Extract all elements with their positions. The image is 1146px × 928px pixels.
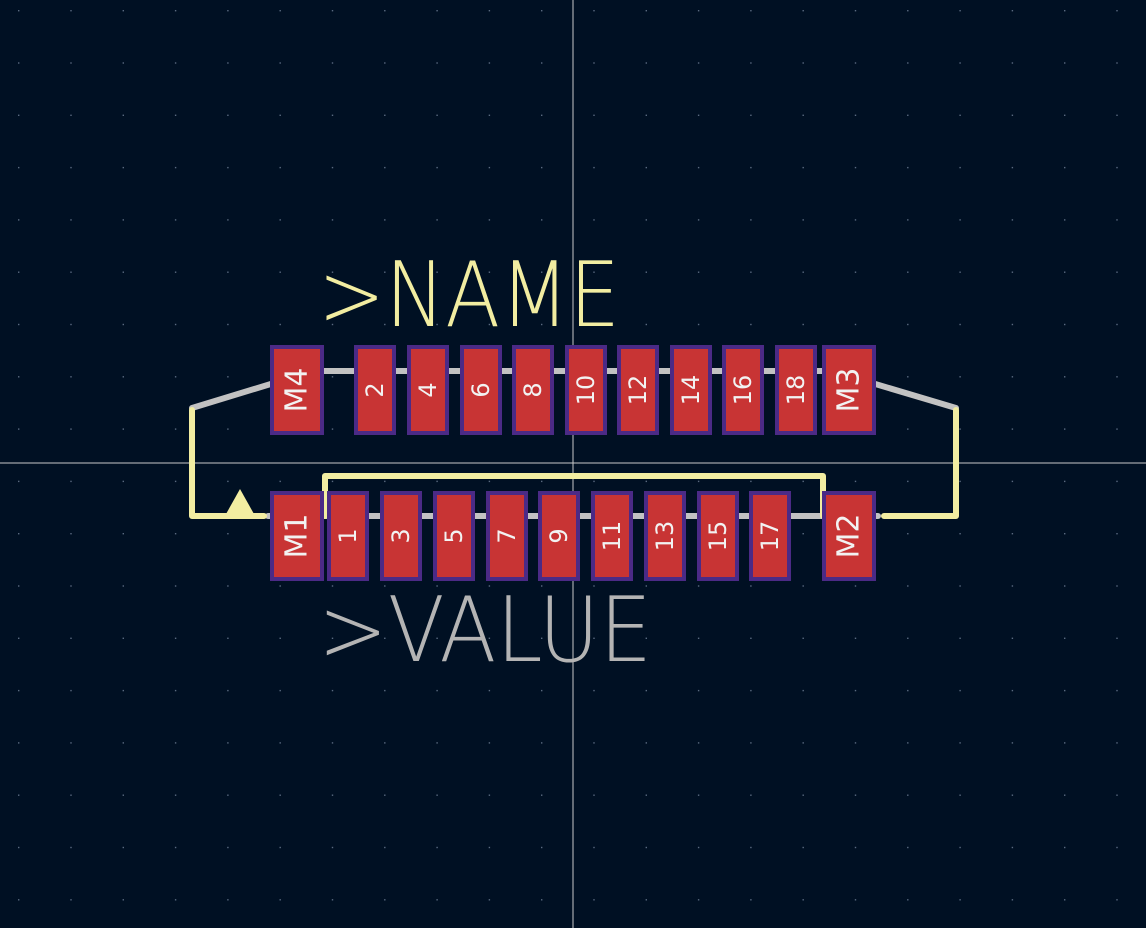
pad-3[interactable]: 3 [380,491,422,581]
pad-body[interactable] [460,345,502,435]
pad-body[interactable] [538,491,580,581]
pad-label: 2 [361,382,389,397]
pad-body[interactable] [270,345,324,435]
reference-text[interactable]: >NAME [318,243,620,348]
pad-label: 8 [519,382,547,397]
pad-16[interactable]: 16 [722,345,764,435]
pad-body[interactable] [380,491,422,581]
value-text[interactable]: >VALUE [318,578,652,683]
pad-label: 1 [334,528,362,543]
reference-designator[interactable]: >NAME [318,243,620,348]
pad-body[interactable] [591,491,633,581]
pad-body[interactable] [433,491,475,581]
pad-label: 6 [467,382,495,397]
pad-m2[interactable]: M2 [822,491,876,581]
pad-2[interactable]: 2 [354,345,396,435]
pad-label: 7 [493,528,521,543]
pad-body[interactable] [722,345,764,435]
pad-5[interactable]: 5 [433,491,475,581]
pad-label: 11 [598,521,626,552]
pad-m4[interactable]: M4 [270,345,324,435]
pad-body[interactable] [822,345,876,435]
pad-label: 16 [729,375,757,406]
value-designator[interactable]: >VALUE [318,578,652,683]
pad-body[interactable] [565,345,607,435]
pad-13[interactable]: 13 [644,491,686,581]
pad-14[interactable]: 14 [670,345,712,435]
fab-right-diagonal [869,380,959,411]
pad-1[interactable]: 1 [327,491,369,581]
pad-18[interactable]: 18 [775,345,817,435]
pad-body[interactable] [327,491,369,581]
pad-body[interactable] [822,491,876,581]
pad-label: M1 [280,514,315,559]
pad-label: 17 [756,521,784,552]
pad-body[interactable] [775,345,817,435]
pad-label: 10 [572,375,600,406]
pad-10[interactable]: 10 [565,345,607,435]
pad-body[interactable] [697,491,739,581]
pad-15[interactable]: 15 [697,491,739,581]
pad-12[interactable]: 12 [617,345,659,435]
grid-dots [18,10,1118,901]
pad-label: 15 [704,521,732,552]
pad-6[interactable]: 6 [460,345,502,435]
pad-m3[interactable]: M3 [822,345,876,435]
pad-label: 5 [440,528,468,543]
pad-7[interactable]: 7 [486,491,528,581]
pad-label: 4 [414,382,442,397]
pad-label: 13 [651,521,679,552]
pad-body[interactable] [270,491,324,581]
pad-label: 14 [677,375,705,406]
pad-body[interactable] [512,345,554,435]
pad-m1[interactable]: M1 [270,491,324,581]
pad-body[interactable] [407,345,449,435]
pad-11[interactable]: 11 [591,491,633,581]
pad-label: M2 [832,514,867,559]
pad-body[interactable] [670,345,712,435]
pad-label: M4 [280,368,315,413]
pad-body[interactable] [749,491,791,581]
pad-body[interactable] [617,345,659,435]
pad-body[interactable] [644,491,686,581]
pad-body[interactable] [354,345,396,435]
silk-right-bracket [881,407,959,519]
pad-9[interactable]: 9 [538,491,580,581]
pad-label: 18 [782,375,810,406]
pad-17[interactable]: 17 [749,491,791,581]
triangle-marker-icon [226,489,254,514]
pad-label: M3 [832,368,867,413]
pad-body[interactable] [486,491,528,581]
silk-left-bracket [189,407,267,519]
pad-label: 9 [545,528,573,543]
pad-4[interactable]: 4 [407,345,449,435]
pad-label: 12 [624,375,652,406]
pad-8[interactable]: 8 [512,345,554,435]
pad-label: 3 [387,528,415,543]
fab-left-diagonal [189,380,277,411]
